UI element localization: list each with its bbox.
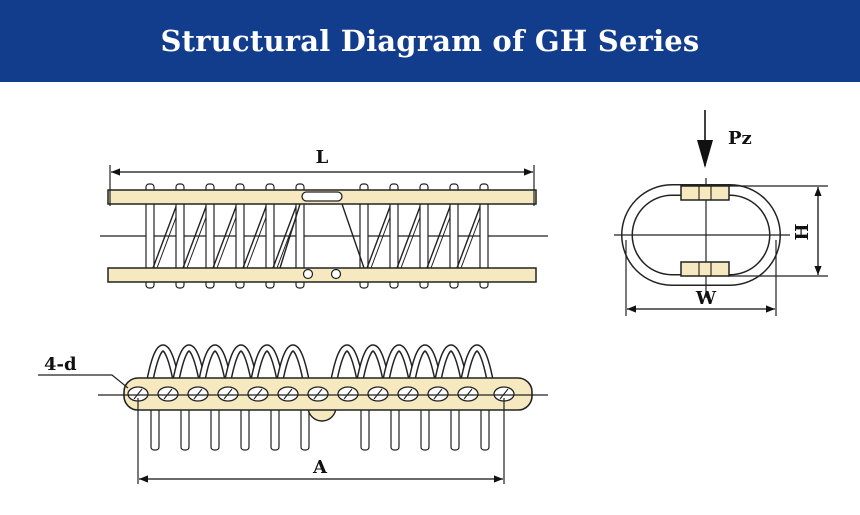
side-zigzag-loop-inner xyxy=(225,345,257,383)
top-view-slot xyxy=(301,191,343,202)
top-coil-post xyxy=(265,183,275,289)
top-coil-diagonal xyxy=(426,203,452,269)
side-zigzag-loop-inner xyxy=(435,345,467,383)
title-banner: Structural Diagram of GH Series xyxy=(0,0,860,82)
top-coil-post xyxy=(449,183,459,289)
side-leg xyxy=(180,403,190,451)
side-hole-mark xyxy=(373,388,383,400)
force-arrow-head xyxy=(697,140,713,168)
top-coil-diagonal xyxy=(152,203,178,269)
side-zigzag-loop-inner xyxy=(357,345,389,383)
side-hole-mark xyxy=(133,388,143,400)
side-hole-mark xyxy=(193,388,203,400)
top-coil-post xyxy=(205,183,215,289)
end-view-bottom-clamp xyxy=(680,261,730,277)
side-hole-mark xyxy=(253,388,263,400)
side-hole-mark xyxy=(163,388,173,400)
top-coil-post xyxy=(389,183,399,289)
top-coil-diagonal xyxy=(396,203,422,269)
label-force: Pz xyxy=(728,128,752,149)
side-leg xyxy=(240,403,250,451)
top-view: L xyxy=(100,147,548,289)
label-height: H xyxy=(792,223,813,240)
side-leg xyxy=(390,403,400,451)
side-hole-mark xyxy=(433,388,443,400)
side-leg xyxy=(420,403,430,451)
side-zigzag-loop-inner xyxy=(383,345,415,383)
top-coil-diagonal xyxy=(279,203,301,269)
top-coil-post xyxy=(419,183,429,289)
side-hole-mark xyxy=(499,388,509,400)
label-width: W xyxy=(695,288,717,309)
side-leg xyxy=(150,403,160,451)
banner-title: Structural Diagram of GH Series xyxy=(160,24,700,58)
side-zigzag-loop-inner xyxy=(147,345,179,383)
end-view: Pz H W xyxy=(614,110,828,316)
top-view-lower-bar xyxy=(107,267,537,283)
side-leg xyxy=(210,403,220,451)
side-zigzag-loop-inner xyxy=(331,345,363,383)
top-view-hole-left xyxy=(302,268,314,280)
top-coil-diagonal xyxy=(341,203,365,269)
side-zigzag-loop-inner xyxy=(409,345,441,383)
side-view-holes xyxy=(127,386,515,402)
label-holes: 4-d xyxy=(44,354,77,375)
top-coil-diagonal xyxy=(242,203,268,269)
side-zigzag-loop-inner xyxy=(251,345,283,383)
label-length: L xyxy=(316,147,329,168)
side-zigzag-loop-inner xyxy=(277,345,309,383)
top-coil-diagonal xyxy=(272,203,298,269)
top-coil-post xyxy=(479,183,489,289)
top-coil-post xyxy=(145,183,155,289)
side-view-zigzag xyxy=(146,344,494,384)
top-view-hole-right xyxy=(330,268,342,280)
top-coil-post xyxy=(235,183,245,289)
side-hole-mark xyxy=(463,388,473,400)
top-coil-diagonal xyxy=(456,203,482,269)
side-leg xyxy=(360,403,370,451)
side-zigzag-loop-inner xyxy=(173,345,205,383)
top-coil-diagonal xyxy=(366,203,392,269)
end-view-top-clamp xyxy=(680,185,730,201)
top-coil-post xyxy=(175,183,185,289)
side-leg xyxy=(270,403,280,451)
side-hole-mark xyxy=(403,388,413,400)
label-hole-spacing: A xyxy=(312,457,328,478)
side-hole-mark xyxy=(223,388,233,400)
side-hole-mark xyxy=(283,388,293,400)
side-leg xyxy=(480,403,490,451)
top-coil-diagonal xyxy=(182,203,208,269)
side-hole-mark xyxy=(313,388,323,400)
side-hole-mark xyxy=(343,388,353,400)
side-zigzag-loop-inner xyxy=(199,345,231,383)
side-zigzag-loop-inner xyxy=(461,345,493,383)
leader-4-d xyxy=(38,374,129,389)
top-coil-diagonal xyxy=(212,203,238,269)
side-leg xyxy=(450,403,460,451)
side-view: 4-d A xyxy=(38,344,548,484)
top-view-coils xyxy=(145,183,489,289)
